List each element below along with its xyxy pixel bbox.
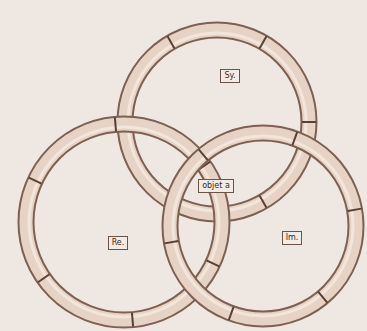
center-label: objet a bbox=[198, 179, 234, 193]
ring-label: Re. bbox=[108, 236, 129, 250]
ring-label: Im. bbox=[282, 231, 303, 245]
ring-band: Im. bbox=[158, 121, 367, 331]
ring-outline bbox=[158, 121, 367, 331]
ring-label: Sy. bbox=[220, 69, 239, 83]
